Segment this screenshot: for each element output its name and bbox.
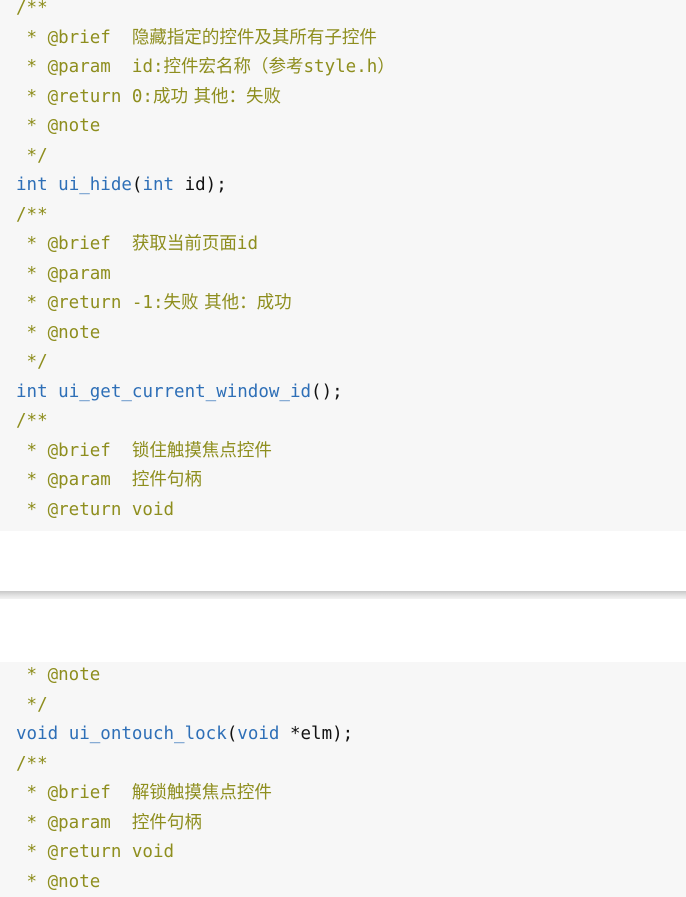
code-block-page-1: /** * @brief 隐藏指定的控件及其所有子控件 * @param id:… <box>16 0 686 526</box>
code-token: /** <box>16 753 48 774</box>
code-line: int ui_get_current_window_id(); <box>16 378 686 408</box>
code-token: 控件句柄 <box>131 470 202 490</box>
code-line: * @return void <box>16 496 686 526</box>
code-line: * @brief 解锁触摸焦点控件 <box>16 779 686 809</box>
code-token: *elm); <box>279 724 354 744</box>
code-token: * @note <box>16 322 101 343</box>
code-token: 隐藏指定的控件及其所有子控件 <box>131 27 377 48</box>
code-token <box>58 724 69 744</box>
code-token <box>48 175 59 195</box>
code-token: 解锁触摸焦点控件 <box>131 783 272 803</box>
code-line: * @param id:控件宏名称（参考style.h） <box>16 53 686 83</box>
code-token: * @param <box>16 57 132 77</box>
code-token: /** <box>16 0 48 18</box>
code-token: * @return void <box>16 499 175 520</box>
code-token: */ <box>16 145 48 166</box>
code-token: id); <box>174 175 227 195</box>
code-token: int <box>16 175 48 195</box>
code-line: /** <box>16 0 686 24</box>
code-token: style.h <box>303 57 378 77</box>
code-line: * @brief 获取当前页面id <box>16 230 686 260</box>
code-token: * @return -1: <box>16 293 164 313</box>
code-line: * @note <box>16 112 686 142</box>
code-line: * @note <box>16 661 686 691</box>
code-line: /** <box>16 201 686 231</box>
code-token: void <box>16 724 59 744</box>
code-token: /** <box>16 204 48 225</box>
code-line: */ <box>16 348 686 378</box>
code-line: * @note <box>16 868 686 897</box>
code-token: * @param <box>16 812 132 833</box>
code-token: ( <box>226 724 238 744</box>
code-line: * @return 0:成功 其他：失败 <box>16 83 686 113</box>
code-line: */ <box>16 691 686 721</box>
code-token: */ <box>16 352 48 372</box>
code-line: */ <box>16 142 686 172</box>
code-line: * @param 控件句柄 <box>16 466 686 496</box>
code-line: * @brief 锁住触摸焦点控件 <box>16 437 686 467</box>
code-token: ui_hide <box>58 175 132 195</box>
code-line: * @return void <box>16 838 686 868</box>
code-token: ） <box>377 57 395 77</box>
code-token: * @note <box>16 665 101 685</box>
code-token: * @return void <box>16 842 175 862</box>
code-line: /** <box>16 407 686 437</box>
code-token: 失败 其他：成功 <box>163 293 292 313</box>
code-token: 获取当前页面 <box>131 234 237 254</box>
code-line: void ui_ontouch_lock(void *elm); <box>16 720 686 750</box>
code-token: (); <box>311 381 343 402</box>
code-token: id: <box>131 57 164 77</box>
code-token <box>48 382 59 402</box>
code-token: * @note <box>16 116 101 136</box>
code-line: int ui_hide(int id); <box>16 171 686 201</box>
code-token: /** <box>16 411 48 431</box>
code-token: void <box>237 724 280 744</box>
code-token: int <box>16 381 48 402</box>
code-token: ui_get_current_window_id <box>58 381 312 402</box>
code-token: id <box>236 234 258 254</box>
code-token: 控件句柄 <box>131 812 202 833</box>
code-line: * @param 控件句柄 <box>16 809 686 839</box>
code-token: * @brief <box>16 440 132 461</box>
code-token: * @brief <box>16 234 132 254</box>
code-token: 锁住触摸焦点控件 <box>131 440 272 461</box>
code-token: * @param <box>16 470 132 490</box>
code-token: ui_ontouch_lock <box>68 724 227 744</box>
code-line: * @note <box>16 319 686 349</box>
code-line: * @param <box>16 260 686 290</box>
code-token: int <box>142 175 175 195</box>
code-token: * @brief <box>16 783 132 803</box>
page-divider <box>0 591 686 599</box>
code-token: * @return 0: <box>16 86 153 107</box>
code-token: * @brief <box>16 27 132 48</box>
code-token: 成功 其他：失败 <box>152 86 282 107</box>
code-token: * @note <box>16 871 101 892</box>
code-block-page-2: * @note */void ui_ontouch_lock(void *elm… <box>0 662 686 897</box>
code-token: */ <box>16 694 48 715</box>
code-line: * @brief 隐藏指定的控件及其所有子控件 <box>16 24 686 54</box>
code-line: * @return -1:失败 其他：成功 <box>16 289 686 319</box>
code-token: * @param <box>16 263 111 284</box>
code-token: ( <box>131 175 143 195</box>
code-token: 控件宏名称（参考 <box>163 57 304 77</box>
code-line: /** <box>16 750 686 780</box>
